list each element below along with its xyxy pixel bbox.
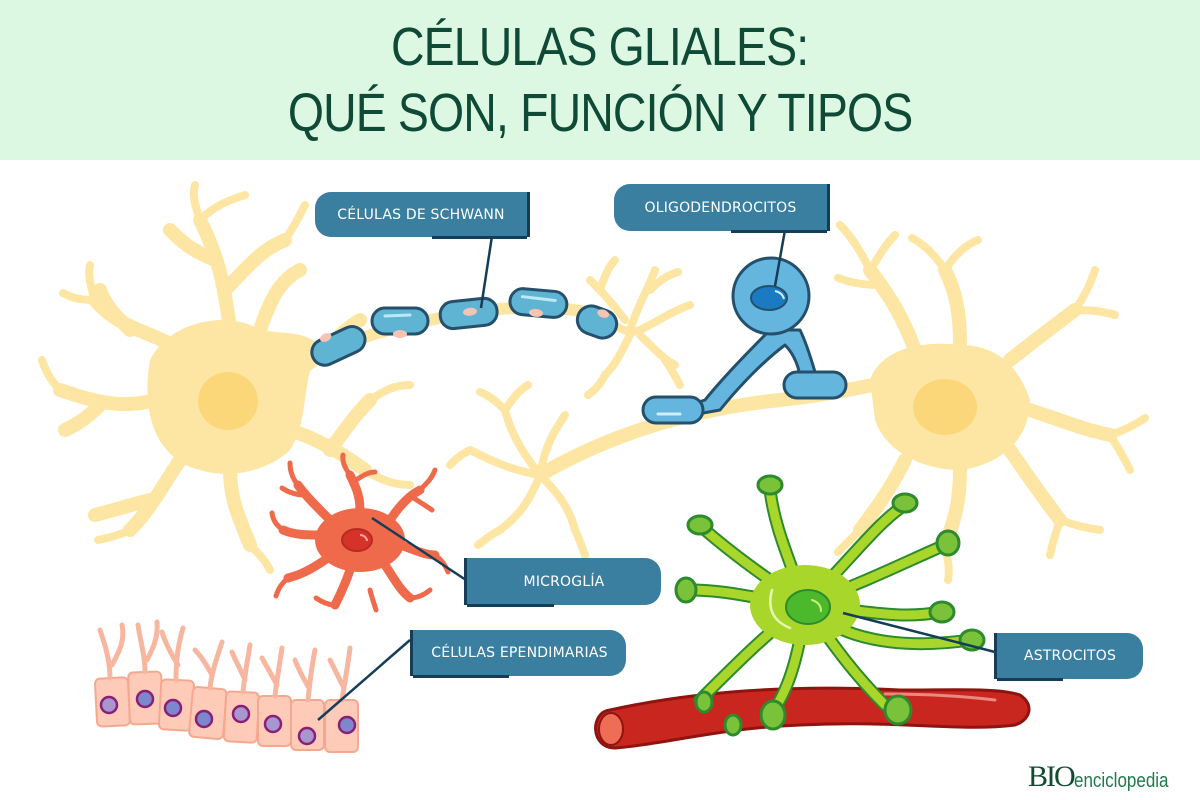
logo-bio-mark: BIO [1028,760,1076,793]
microglia-nucleus [341,528,373,552]
neuron-mid-upper [584,256,694,399]
label-ependymal-cells: CÉLULAS EPENDIMARIAS [410,630,626,678]
schwann-cells [310,287,619,367]
leader-ependymal [317,639,411,721]
blood-vessel [594,686,1031,750]
title-line-2: QUÉ SON, FUNCIÓN Y TIPOS [287,83,913,143]
label-ependymal-text: CÉLULAS EPENDIMARIAS [431,645,608,661]
leader-lines [317,229,996,721]
title-banner: CÉLULAS GLIALES: QUÉ SON, FUNCIÓN Y TIPO… [0,0,1200,160]
ependymal-cell [324,645,359,753]
neuron-mid-lower [446,373,907,559]
title-line-1: CÉLULAS GLIALES: [391,17,809,77]
ependymal-cell [222,642,260,744]
oligodendrocyte [641,256,848,425]
leader-schwann [479,235,494,309]
leader-astrocyte [842,611,996,654]
bioenciclopedia-logo: BIO enciclopedia [1028,760,1185,793]
logo-wordmark: enciclopedia [1073,770,1169,792]
label-microglia-text: MICROGLÍA [523,573,605,590]
neuron-left-nucleus [198,372,258,430]
label-oligodendrocytes: OLIGODENDROCITOS [614,184,830,233]
microglia [269,452,451,613]
label-microglia: MICROGLÍA [464,558,661,607]
ependymal-cells [94,619,359,753]
leader-microglia [371,516,467,582]
glial-cells-diagram [0,160,1200,800]
ependymal-cell [188,639,228,740]
ependymal-cell [157,625,196,732]
ependymal-cell [290,647,325,751]
astrocyte [674,474,986,737]
ependymal-cell [257,645,292,747]
ependymal-cell [94,622,131,728]
leader-oligodendrocyte [773,229,787,287]
label-astrocytes: ASTROCITOS [994,633,1143,681]
label-schwann-text: CÉLULAS DE SCHWANN [337,206,505,223]
label-schwann-cells: CÉLULAS DE SCHWANN [315,192,530,239]
label-astrocytes-text: ASTROCITOS [1023,648,1117,664]
neuron-right-nucleus [913,379,977,435]
ependymal-cell [127,619,164,726]
label-oligodendrocytes-text: OLIGODENDROCITOS [644,199,797,216]
